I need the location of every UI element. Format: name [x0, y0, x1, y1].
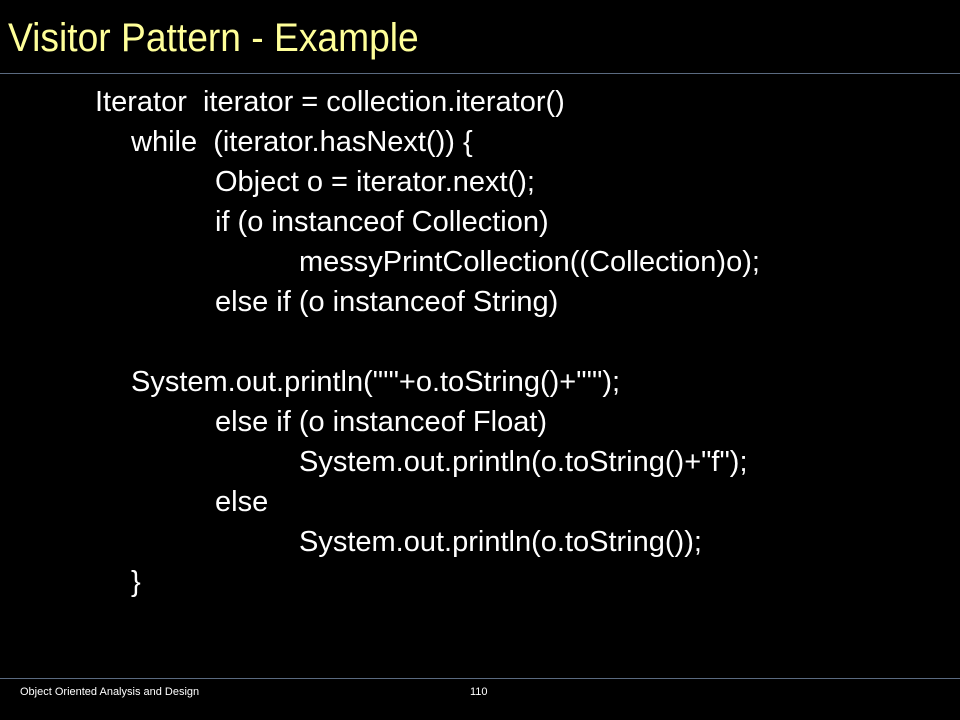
code-line: System.out.println("'"+o.toString()+"'")…	[131, 366, 621, 398]
code-line: messyPrintCollection((Collection)o);	[299, 246, 760, 278]
code-line: if (o instanceof Collection)	[215, 206, 549, 238]
code-line: }	[131, 566, 141, 598]
slide-title: Visitor Pattern - Example	[8, 16, 419, 60]
code-line: else if (o instanceof Float)	[215, 406, 548, 438]
code-line: while (iterator.hasNext()) {	[131, 126, 473, 158]
code-line: else	[215, 486, 269, 518]
code-line: Iterator iterator = collection.iterator(…	[95, 86, 565, 118]
code-line: System.out.println(o.toString());	[299, 526, 702, 558]
title-divider	[0, 73, 960, 74]
footer-divider	[0, 678, 960, 679]
code-line: Object o = iterator.next();	[215, 166, 535, 198]
code-line: else if (o instanceof String)	[215, 286, 559, 318]
footer-course-title: Object Oriented Analysis and Design	[20, 686, 200, 698]
page-number: 110	[470, 686, 488, 698]
code-line: System.out.println(o.toString()+"f");	[299, 446, 748, 478]
